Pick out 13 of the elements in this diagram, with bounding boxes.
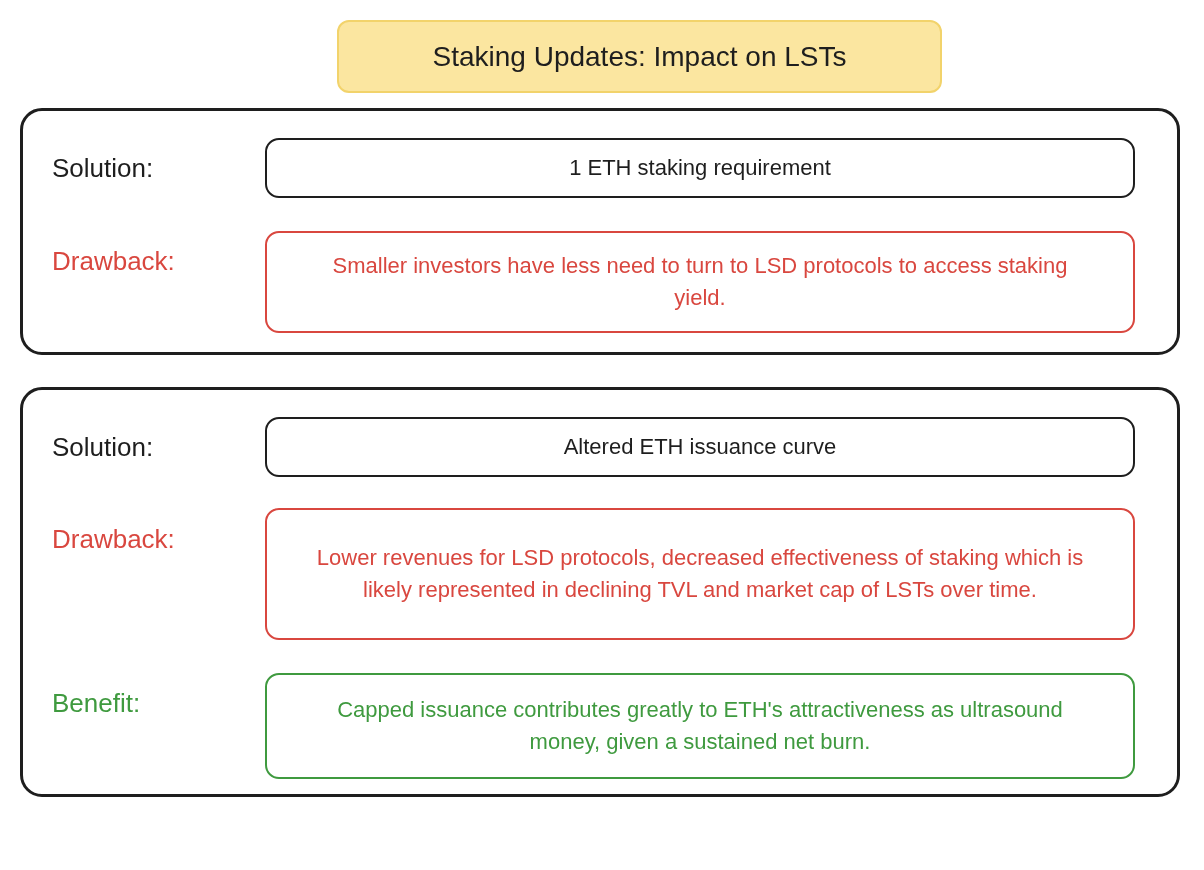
- drawback-box: Lower revenues for LSD protocols, decreased effectiveness of staking which is likely represented in declining TVL and market cap of LSTs over time.: [265, 508, 1135, 640]
- group-panel: [20, 387, 1180, 797]
- benefit-box: Capped issuance contributes greatly to ETH's attractiveness as ultrasound money, given a sustained net burn.: [265, 673, 1135, 779]
- solution-box: 1 ETH staking requirement: [265, 138, 1135, 198]
- row-heading: Solution:: [52, 152, 154, 185]
- title-banner: Staking Updates: Impact on LSTs: [337, 20, 942, 93]
- group-panel: [20, 108, 1180, 355]
- drawback-box: Smaller investors have less need to turn to LSD protocols to access staking yield.: [265, 231, 1135, 333]
- row-heading: Benefit:: [52, 687, 141, 720]
- row-heading: Drawback:: [52, 245, 175, 278]
- solution-box: Altered ETH issuance curve: [265, 417, 1135, 477]
- row-heading: Drawback:: [52, 523, 175, 556]
- row-heading: Solution:: [52, 431, 154, 464]
